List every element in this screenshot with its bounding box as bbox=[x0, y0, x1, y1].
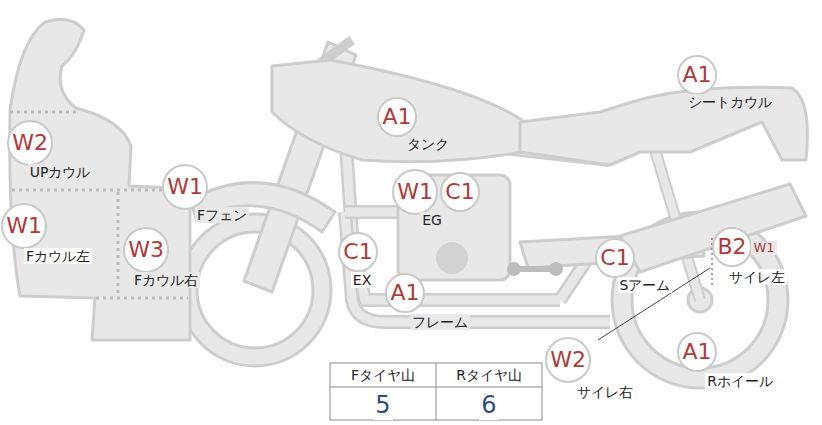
callout-circle: A1 bbox=[677, 55, 717, 95]
table-cell: 6 bbox=[479, 392, 498, 420]
callout-circle: B2 bbox=[712, 227, 752, 267]
callout-code: C1 bbox=[600, 247, 629, 269]
part-name: タンク bbox=[405, 136, 451, 152]
part-name: UPカウル bbox=[28, 164, 93, 180]
callout-circle: C1 bbox=[595, 238, 635, 278]
fuel-tank bbox=[272, 60, 522, 162]
callout-code: A1 bbox=[382, 106, 411, 128]
part-name: Fフェン bbox=[195, 207, 249, 223]
table-cell: 5 bbox=[373, 392, 392, 420]
part-name: サイレ左 bbox=[727, 269, 787, 285]
callout-circle: W1 bbox=[392, 169, 438, 215]
callout-circle: W1 bbox=[162, 164, 208, 210]
callout-code: C1 bbox=[445, 181, 474, 203]
part-name: EX bbox=[351, 272, 373, 288]
part-name: Fカウル右 bbox=[132, 272, 200, 288]
tyre-table bbox=[330, 363, 542, 420]
callout-circle: W1 bbox=[1, 203, 47, 249]
callout-circle: A1 bbox=[385, 273, 425, 313]
engine bbox=[398, 175, 510, 280]
part-name: W1 bbox=[751, 241, 776, 256]
part-name: Fカウル左 bbox=[24, 248, 92, 264]
callout-code: W1 bbox=[6, 215, 42, 237]
seat-cowl bbox=[520, 87, 807, 165]
exhaust-header-fill bbox=[345, 208, 400, 217]
callout-code: W1 bbox=[397, 181, 433, 203]
cowl-divisions bbox=[10, 112, 188, 298]
part-name: Rホイール bbox=[705, 373, 775, 389]
callout-circle: A1 bbox=[677, 332, 717, 372]
exhaust-header bbox=[345, 205, 400, 219]
callout-circle: W3 bbox=[123, 227, 169, 273]
part-name: EG bbox=[420, 212, 444, 228]
callout-code: C1 bbox=[343, 241, 372, 263]
callout-code: A1 bbox=[682, 64, 711, 86]
callout-code: W3 bbox=[128, 239, 164, 261]
callout-circle: A1 bbox=[377, 97, 417, 137]
part-name: フレーム bbox=[410, 314, 470, 330]
part-name: シートカウル bbox=[686, 94, 774, 110]
front-wheel bbox=[179, 214, 331, 366]
part-name: Sアーム bbox=[618, 277, 673, 293]
callout-code: W1 bbox=[167, 176, 203, 198]
leader-line bbox=[598, 268, 710, 340]
engine-cover bbox=[436, 242, 468, 274]
silencer bbox=[620, 184, 806, 272]
front-fender bbox=[190, 183, 335, 232]
callout-code: A1 bbox=[682, 341, 711, 363]
callout-code: W2 bbox=[550, 349, 586, 371]
shock-link bbox=[507, 262, 563, 276]
table-cell: Fタイヤ山 bbox=[349, 367, 417, 383]
callout-code: B2 bbox=[717, 236, 746, 258]
callout-circle: W2 bbox=[7, 120, 53, 166]
callout-code: W2 bbox=[12, 132, 48, 154]
table-cell: Rタイヤ山 bbox=[454, 367, 524, 383]
callout-code: A1 bbox=[390, 282, 419, 304]
callout-circle: W2 bbox=[545, 337, 591, 383]
callout-circle: C1 bbox=[440, 172, 480, 212]
callout-circle: C1 bbox=[338, 232, 378, 272]
part-name: サイレ右 bbox=[575, 384, 635, 400]
